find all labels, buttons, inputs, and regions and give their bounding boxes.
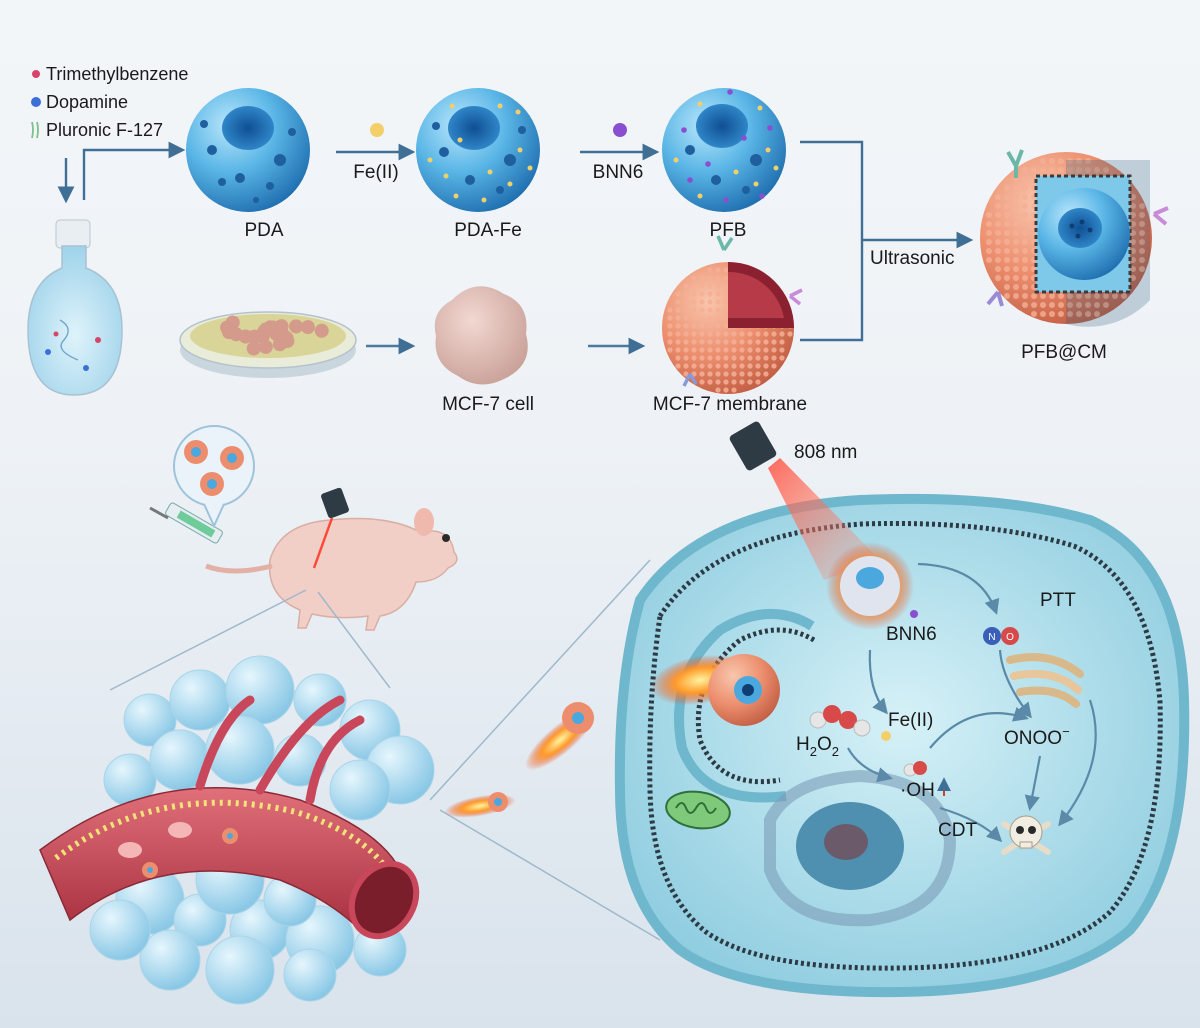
legend: Trimethylbenzene Dopamine Pluronic F-127: [31, 64, 188, 140]
arrow-to-no: [917, 562, 1000, 615]
svg-text:N: N: [988, 632, 995, 643]
mcf7-membrane: [662, 235, 803, 394]
fe-dot-icon: [881, 731, 891, 741]
label-h2o2: H2O2: [796, 734, 839, 759]
label-pda-fe: PDA-Fe: [454, 220, 522, 241]
label-pfb: PFB: [710, 220, 747, 241]
pda-sphere: [186, 88, 310, 212]
bnn6-dot-icon: [910, 610, 918, 618]
mitochondrion: [665, 790, 731, 830]
fe-ion-icon: [370, 123, 384, 137]
pda-fe-sphere: [416, 88, 540, 212]
label-pfb-cm: PFB@CM: [1021, 342, 1107, 363]
arrow-ptt-to-death: [1058, 699, 1097, 827]
h2o2-molecule-icon: [809, 705, 871, 737]
pluronic-strand-icon: [31, 121, 39, 139]
label-808nm: 808 nm: [794, 442, 857, 463]
label-cdt: CDT: [938, 820, 977, 841]
legend-trimethylbenzene: Trimethylbenzene: [46, 64, 188, 84]
syringe: [149, 502, 223, 544]
flying-nanoparticles: [444, 702, 595, 818]
pfb-hot-particle: [826, 542, 914, 630]
label-fe-reagent: Fe(II): [353, 162, 398, 183]
reaction-flask: [27, 219, 123, 396]
oh-molecule-icon: [903, 761, 927, 777]
label-ptt: PTT: [1040, 590, 1076, 611]
pfb-sphere: [662, 88, 786, 212]
petri-dish: [179, 311, 357, 378]
pfb-cm-in-cell: [650, 654, 780, 726]
zoom-lines-mouse: [109, 589, 391, 691]
skull-icon: [1001, 815, 1051, 855]
no-molecule-icon: N O: [983, 627, 1019, 645]
svg-text:O: O: [1006, 632, 1014, 643]
arrow-onoo-to-death: [1024, 755, 1042, 812]
arrow-oh-to-death: [939, 806, 1003, 843]
laser-small-icon: [312, 487, 349, 569]
mcf7-cell-blob: [434, 286, 528, 385]
label-pda: PDA: [244, 220, 283, 241]
pfb-cm-particle: [980, 149, 1169, 327]
label-fe-cell: Fe(II): [888, 710, 933, 731]
zoom-lines-tumor: [429, 559, 661, 941]
label-bnn6: BNN6: [886, 624, 937, 645]
bnn6-molecule-icon: [613, 123, 627, 137]
trimethylbenzene-dot-icon: [32, 70, 40, 78]
arrow-h2o2-to-oh: [847, 747, 893, 783]
arrow-oh-to-onoo: [929, 706, 1029, 749]
nucleus: [764, 769, 957, 927]
label-ultrasonic: Ultrasonic: [870, 248, 954, 269]
label-onoo: ONOO−: [1004, 724, 1070, 749]
legend-pluronic: Pluronic F-127: [46, 120, 163, 140]
dopamine-dot-icon: [31, 97, 41, 107]
legend-dopamine: Dopamine: [46, 92, 128, 112]
golgi: [1006, 653, 1084, 708]
mouse: [205, 508, 458, 631]
arrow-to-fe: [868, 649, 888, 715]
blood-vessel: [39, 695, 420, 940]
tumor-cell: [614, 493, 1190, 998]
tumor-tissue: [69, 655, 435, 1005]
arrow-flask-to-pda: [82, 141, 186, 200]
label-mcf7-membrane: MCF-7 membrane: [653, 394, 807, 415]
label-bnn6-reagent: BNN6: [593, 162, 644, 183]
label-oh: ·OH: [900, 780, 935, 801]
nanoparticle-bubble: [173, 425, 255, 529]
label-mcf7-cell: MCF-7 cell: [442, 394, 534, 415]
